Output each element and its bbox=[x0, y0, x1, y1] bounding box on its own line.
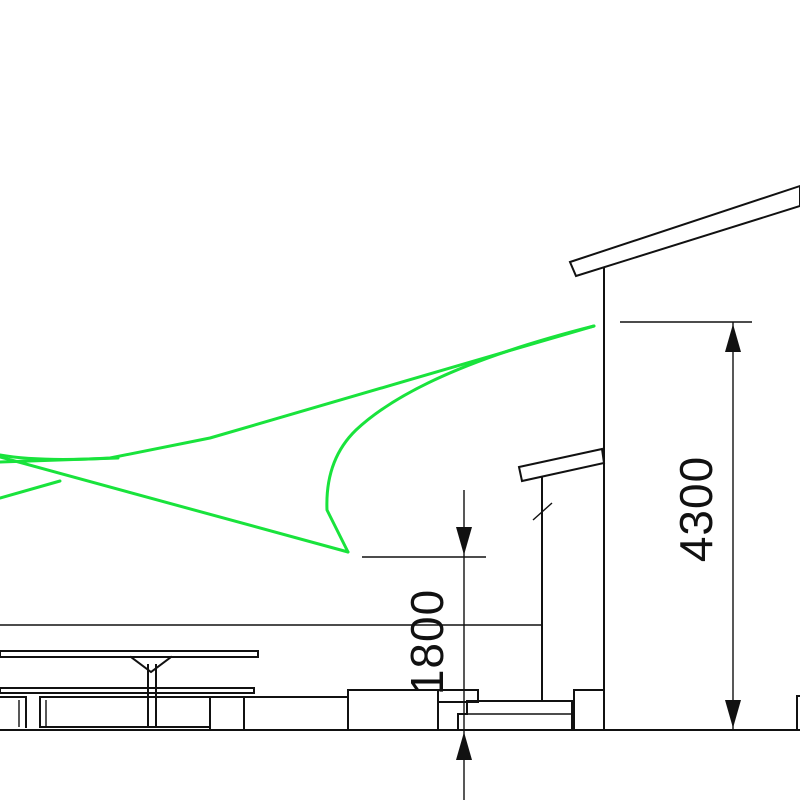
picnic-area bbox=[0, 650, 479, 731]
planter-box-b bbox=[243, 696, 349, 731]
annex-building bbox=[517, 447, 606, 731]
picnic-table-top bbox=[0, 650, 259, 658]
dim-4300-arrow-top bbox=[725, 324, 741, 352]
shade-sail-lower-edge bbox=[0, 455, 350, 554]
ground bbox=[0, 700, 800, 731]
bench-seat bbox=[0, 687, 255, 694]
shade-sail bbox=[0, 324, 596, 554]
bench-middle bbox=[39, 696, 211, 728]
planter-box-d bbox=[437, 689, 479, 703]
dimension-sail-clearance: 1800 bbox=[362, 490, 486, 800]
annex-section-mark bbox=[532, 502, 553, 521]
shade-sail-left-edge bbox=[0, 479, 62, 500]
bench-left bbox=[0, 696, 27, 728]
dimension-building-height: 4300 bbox=[620, 321, 752, 730]
shade-sail-seam bbox=[0, 456, 120, 464]
dim-1800-arrow-bottom bbox=[456, 732, 472, 760]
annex-roof bbox=[517, 447, 606, 483]
building-height-label: 4300 bbox=[670, 456, 722, 562]
dim-1800-arrow-top bbox=[456, 527, 472, 555]
picnic-table-support bbox=[129, 655, 173, 674]
main-building-right-base bbox=[796, 695, 800, 731]
dim-4300-arrow-bottom bbox=[725, 700, 741, 728]
sail-clearance-label: 1800 bbox=[401, 589, 453, 695]
main-building bbox=[568, 184, 800, 731]
planter-box-a bbox=[209, 696, 245, 731]
entry-steps bbox=[457, 700, 573, 731]
main-roof bbox=[568, 184, 800, 278]
shade-sail-upper-edge bbox=[0, 324, 596, 461]
shade-sail-right-edge bbox=[325, 324, 596, 554]
annex-base-block bbox=[573, 689, 605, 731]
